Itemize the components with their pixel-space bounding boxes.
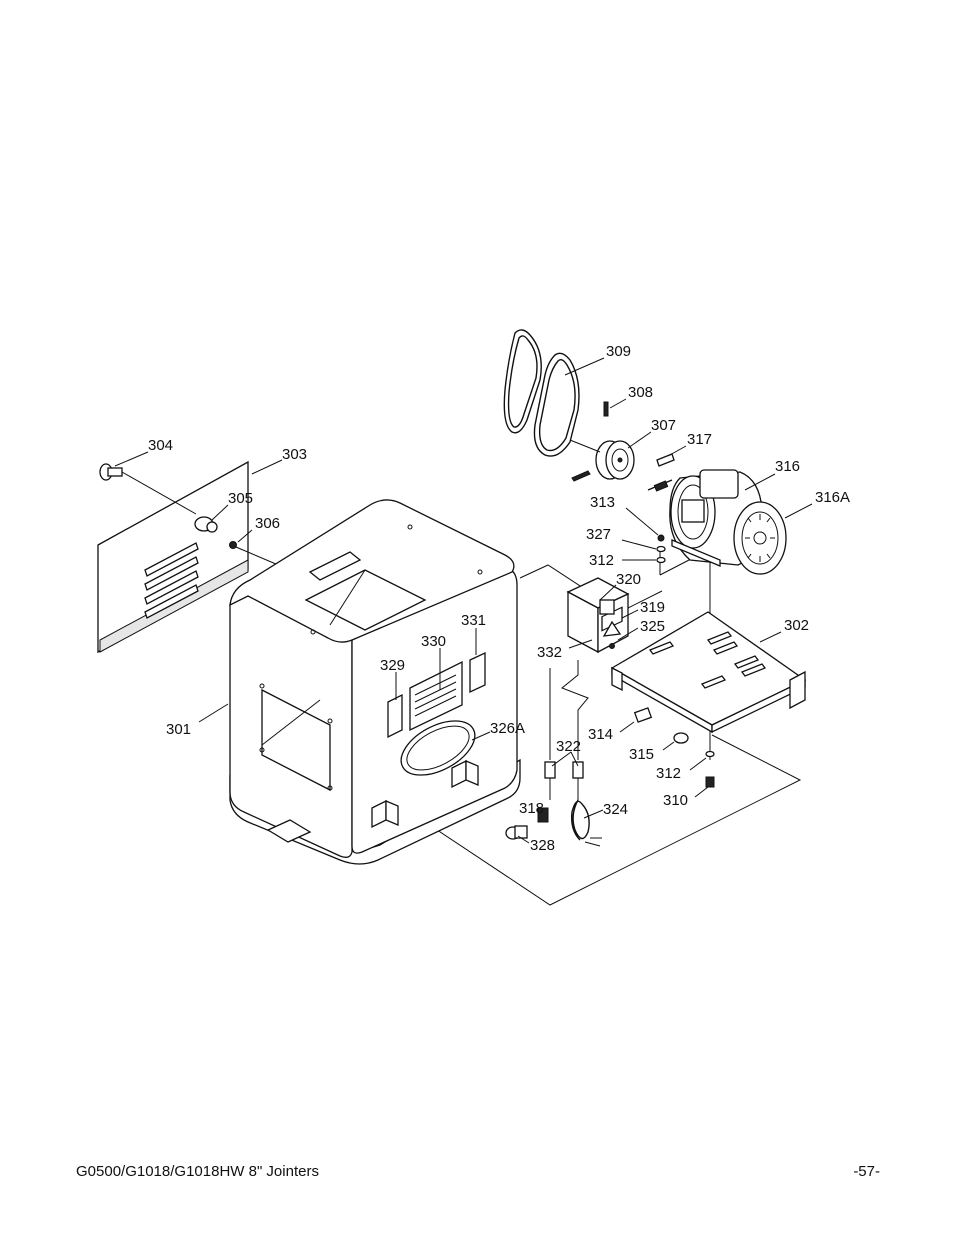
plate-hardware [633, 707, 715, 788]
label-328: 328 [530, 837, 555, 854]
label-314: 314 [588, 726, 613, 743]
v-belts [503, 329, 580, 457]
label-310: 310 [663, 792, 688, 809]
label-312b: 312 [656, 765, 681, 782]
label-301: 301 [166, 721, 191, 738]
label-320: 320 [616, 571, 641, 588]
label-319: 319 [640, 599, 665, 616]
part-labels: 301 302 303 304 305 306 307 308 309 310 … [148, 343, 850, 854]
power-cords [505, 660, 602, 847]
label-330 [409, 660, 463, 732]
label-330: 330 [421, 633, 446, 650]
fan-cover-vents [745, 514, 775, 562]
label-324: 324 [603, 801, 628, 818]
label-308: 308 [628, 384, 653, 401]
stand-cabinet [229, 499, 521, 865]
label-312a: 312 [589, 552, 614, 569]
label-325: 325 [640, 618, 665, 635]
label-316: 316 [775, 458, 800, 475]
label-309: 309 [606, 343, 631, 360]
label-329 [387, 693, 403, 739]
label-305: 305 [228, 490, 253, 507]
label-331 [469, 651, 486, 694]
cord-grip-318 [537, 807, 549, 823]
label-317: 317 [687, 431, 712, 448]
label-332: 332 [537, 644, 562, 661]
label-307: 307 [651, 417, 676, 434]
label-304: 304 [148, 437, 173, 454]
motor-mount-plate [610, 611, 807, 734]
label-331: 331 [461, 612, 486, 629]
motor [647, 469, 787, 575]
label-327: 327 [586, 526, 611, 543]
label-302: 302 [784, 617, 809, 634]
leader-lines [114, 357, 813, 844]
panel-vents [144, 542, 199, 619]
label-322: 322 [556, 738, 581, 755]
bushing-305 [194, 516, 218, 533]
motor-hardware [656, 534, 666, 564]
plate-slots [648, 631, 767, 689]
footer-model-title: G0500/G1018/G1018HW 8" Jointers [76, 1163, 319, 1180]
label-329: 329 [380, 657, 405, 674]
label-306: 306 [255, 515, 280, 532]
motor-pulley [569, 401, 635, 482]
key-317 [656, 453, 675, 467]
label-316a: 316A [815, 489, 850, 506]
set-screw-308 [603, 401, 609, 417]
label-303: 303 [282, 446, 307, 463]
label-315: 315 [629, 746, 654, 763]
switch-box [566, 577, 630, 654]
label-318: 318 [519, 800, 544, 817]
side-panel [97, 460, 249, 654]
label-326a: 326A [490, 720, 525, 737]
knob-304 [99, 463, 197, 515]
footer-page-number: -57- [853, 1163, 880, 1180]
label-313: 313 [590, 494, 615, 511]
